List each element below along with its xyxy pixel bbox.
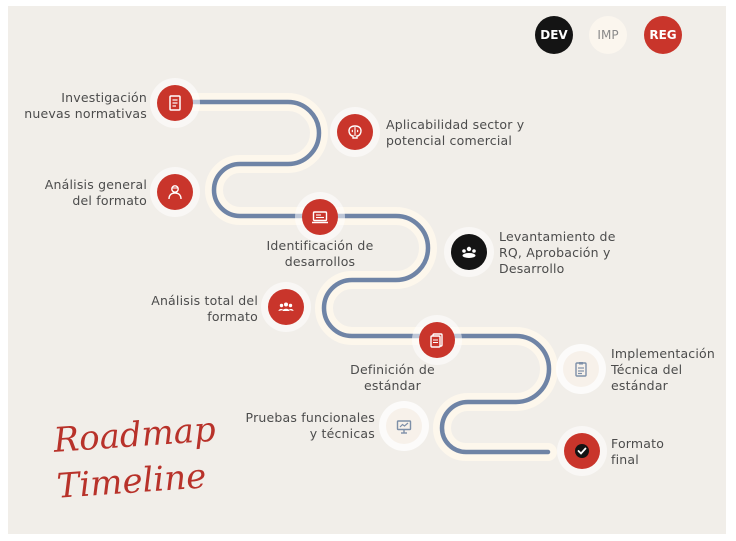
team-meeting-icon: [451, 234, 487, 270]
clipboard-icon: [563, 351, 599, 387]
legend-dev: DEV: [535, 16, 573, 54]
legend-dev-label: DEV: [540, 28, 568, 42]
check-icon: [564, 433, 600, 469]
analyst-person-icon: [157, 174, 193, 210]
roadmap-title: Roadmap Timeline: [52, 407, 220, 510]
legend-imp-label: IMP: [597, 28, 619, 42]
brain-icon: [337, 114, 373, 150]
laptop-document-icon: [302, 199, 338, 235]
legend-reg-label: REG: [649, 28, 677, 42]
slide-background: [8, 6, 726, 534]
files-icon: [419, 322, 455, 358]
group-icon: [268, 289, 304, 325]
document-icon: [157, 85, 193, 121]
legend-imp: IMP: [589, 16, 627, 54]
legend-reg: REG: [644, 16, 682, 54]
presentation-board-icon: [386, 408, 422, 444]
